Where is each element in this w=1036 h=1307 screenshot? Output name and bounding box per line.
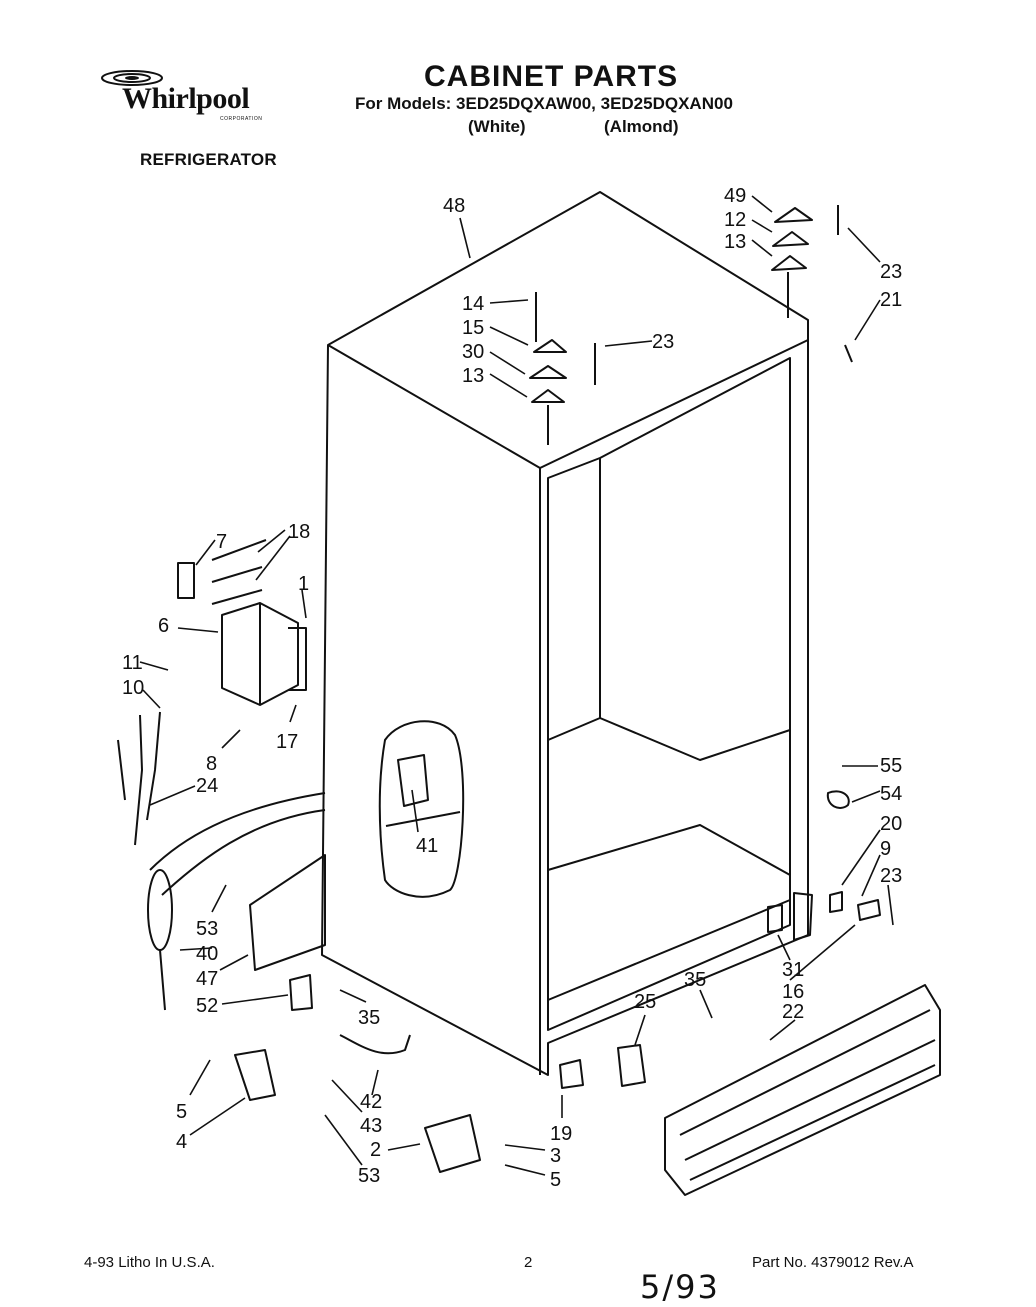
callout-label: 5 [176, 1101, 187, 1123]
callout-label: 54 [880, 783, 902, 805]
model-list: For Models: 3ED25DQXAW00, 3ED25DQXAN00 [355, 94, 733, 113]
callout-label: 10 [122, 677, 144, 699]
callout-label: 42 [360, 1091, 382, 1113]
base-grille [664, 984, 941, 1196]
callout-label: 7 [216, 531, 227, 553]
brand-sub: CORPORATION [220, 116, 263, 122]
callout-label: 41 [416, 835, 438, 857]
upper-right-hinge [771, 207, 813, 271]
callout-label: 19 [550, 1123, 572, 1145]
handwritten-date: 5/93 [640, 1268, 720, 1306]
callout-label: 16 [782, 981, 804, 1003]
callout-label: 30 [462, 341, 484, 363]
callout-label: 53 [358, 1165, 380, 1187]
callout-label: 18 [288, 521, 310, 543]
callout-label: 23 [880, 261, 902, 283]
callout-labels: 48 49 12 13 23 21 14 15 23 30 13 7 18 1 … [122, 185, 902, 1191]
callout-label: 4 [176, 1131, 187, 1153]
part-number: Part No. 4379012 Rev.A [752, 1254, 914, 1271]
cabinet-body [321, 191, 809, 1076]
callout-label: 6 [158, 615, 169, 637]
callout-label: 13 [462, 365, 484, 387]
callout-label: 40 [196, 943, 218, 965]
product-label: REFRIGERATOR [140, 150, 277, 169]
callout-label: 1 [298, 573, 309, 595]
cabinet-top-edge [327, 339, 809, 469]
whirlpool-logo: Whirlpool CORPORATION [92, 66, 292, 124]
rear-cover [249, 854, 326, 971]
callout-label: 11 [122, 652, 143, 674]
print-note: 4-93 Litho In U.S.A. [84, 1254, 215, 1271]
callout-label: 23 [652, 331, 674, 353]
callout-label: 13 [724, 231, 746, 253]
swirl-icon [101, 70, 163, 86]
callout-label: 12 [724, 209, 746, 231]
callout-label: 25 [634, 991, 656, 1013]
callout-label: 20 [880, 813, 902, 835]
callout-label: 31 [782, 959, 804, 981]
brand-name: Whirlpool [122, 82, 250, 115]
bracket-bottom [424, 1114, 481, 1173]
callout-label: 15 [462, 317, 484, 339]
callout-label: 17 [276, 731, 298, 753]
callout-label: 47 [196, 968, 218, 990]
cabinet-opening [547, 357, 791, 1031]
upper-left-hinge [529, 339, 567, 403]
callout-label: 3 [550, 1145, 561, 1167]
callout-label: 35 [358, 1007, 380, 1029]
callout-label: 14 [462, 293, 484, 315]
callout-label: 24 [196, 775, 218, 797]
control-box [221, 602, 299, 706]
callout-label: 35 [684, 969, 706, 991]
callout-label: 5 [550, 1169, 561, 1191]
callout-label: 53 [196, 918, 218, 940]
bracket-left [234, 1049, 276, 1101]
callout-label: 2 [370, 1139, 381, 1161]
page-title: CABINET PARTS [424, 60, 679, 93]
callout-label: 22 [782, 1001, 804, 1023]
callout-label: 52 [196, 995, 218, 1017]
callout-label: 8 [206, 753, 217, 775]
callout-label: 23 [880, 865, 902, 887]
callout-label: 55 [880, 755, 902, 777]
page-number: 2 [524, 1254, 533, 1271]
variant-almond: (Almond) [604, 117, 679, 136]
callout-label: 21 [880, 289, 902, 311]
callout-label: 49 [724, 185, 746, 207]
variant-white: (White) [468, 117, 526, 136]
callout-label: 9 [880, 838, 891, 860]
callout-label: 48 [443, 195, 465, 217]
callout-label: 43 [360, 1115, 382, 1137]
cabinet-cutaway [378, 720, 465, 898]
